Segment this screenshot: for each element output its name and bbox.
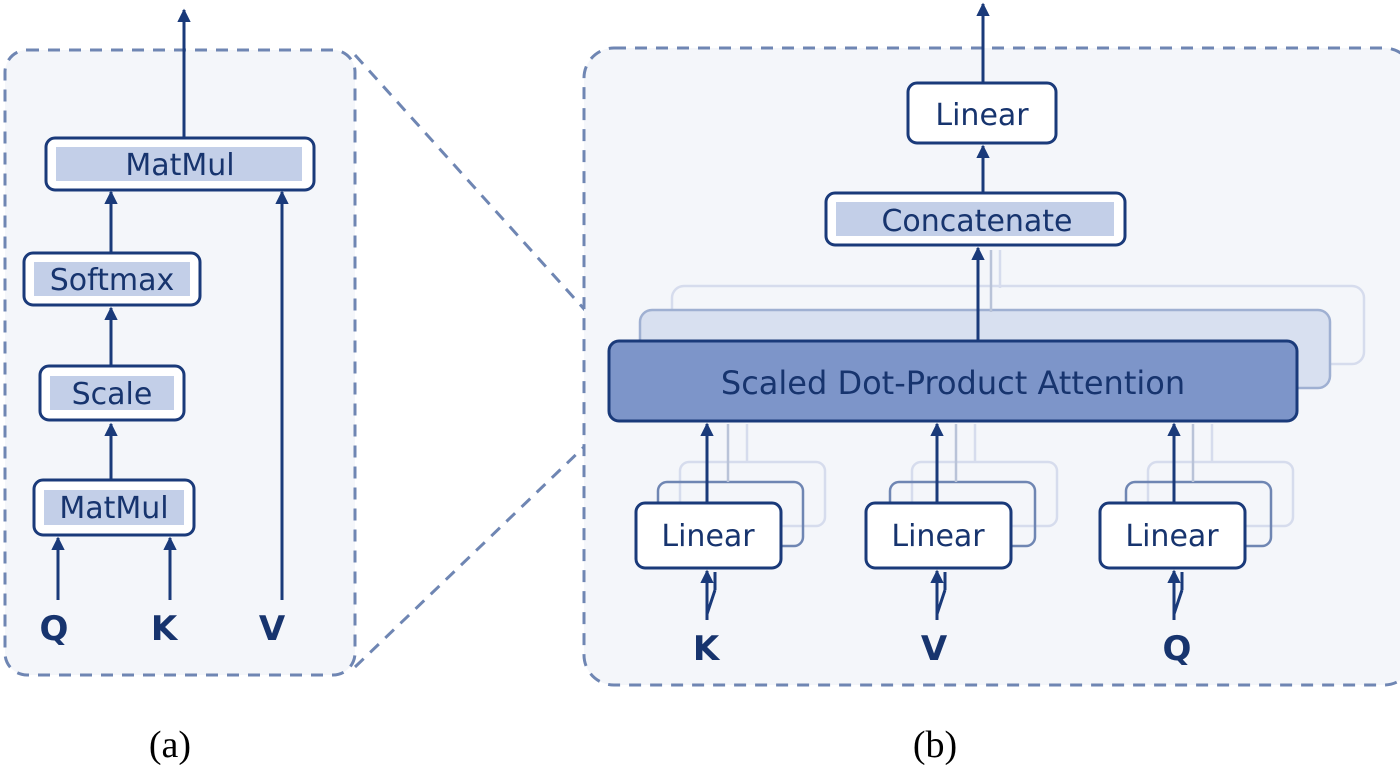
softmax-label: Softmax <box>50 263 175 298</box>
panel-a: MatMul Softmax Scale MatMul Q K V (a) <box>3 8 357 765</box>
zoom-connector-top <box>353 53 614 342</box>
linear-q-label: Linear <box>1125 519 1219 554</box>
caption-b: (b) <box>913 724 957 765</box>
input-q-a: Q <box>40 609 69 649</box>
softmax-box: Softmax <box>22 251 202 307</box>
attention-box: Scaled Dot-Product Attention <box>607 339 1299 423</box>
matmul-bottom-label: MatMul <box>59 491 168 526</box>
concatenate-box: Concatenate <box>824 191 1127 247</box>
input-k-b: K <box>693 629 721 669</box>
linear-top-box: Linear <box>906 81 1058 145</box>
scale-box: Scale <box>38 364 186 422</box>
attention-label: Scaled Dot-Product Attention <box>721 364 1185 402</box>
caption-a: (a) <box>149 724 191 765</box>
input-q-b: Q <box>1163 629 1192 669</box>
linear-k-stack: Linear <box>634 422 827 620</box>
linear-v-label: Linear <box>891 519 985 554</box>
linear-q-stack: Linear <box>1098 422 1295 620</box>
matmul-top-label: MatMul <box>125 148 234 183</box>
input-k-a: K <box>151 609 179 649</box>
input-v-b: V <box>921 629 948 669</box>
linear-v-stack: Linear <box>864 422 1059 620</box>
scale-label: Scale <box>72 377 153 412</box>
linear-k-label: Linear <box>661 519 755 554</box>
concatenate-label: Concatenate <box>881 204 1072 239</box>
matmul-bottom-box: MatMul <box>32 478 196 537</box>
linear-top-label: Linear <box>935 98 1029 133</box>
zoom-connector-bottom <box>353 418 614 669</box>
matmul-top-box: MatMul <box>44 136 316 192</box>
panel-b: Linear Concatenate Scaled Dot-Product At… <box>582 2 1400 765</box>
input-v-a: V <box>259 609 286 649</box>
